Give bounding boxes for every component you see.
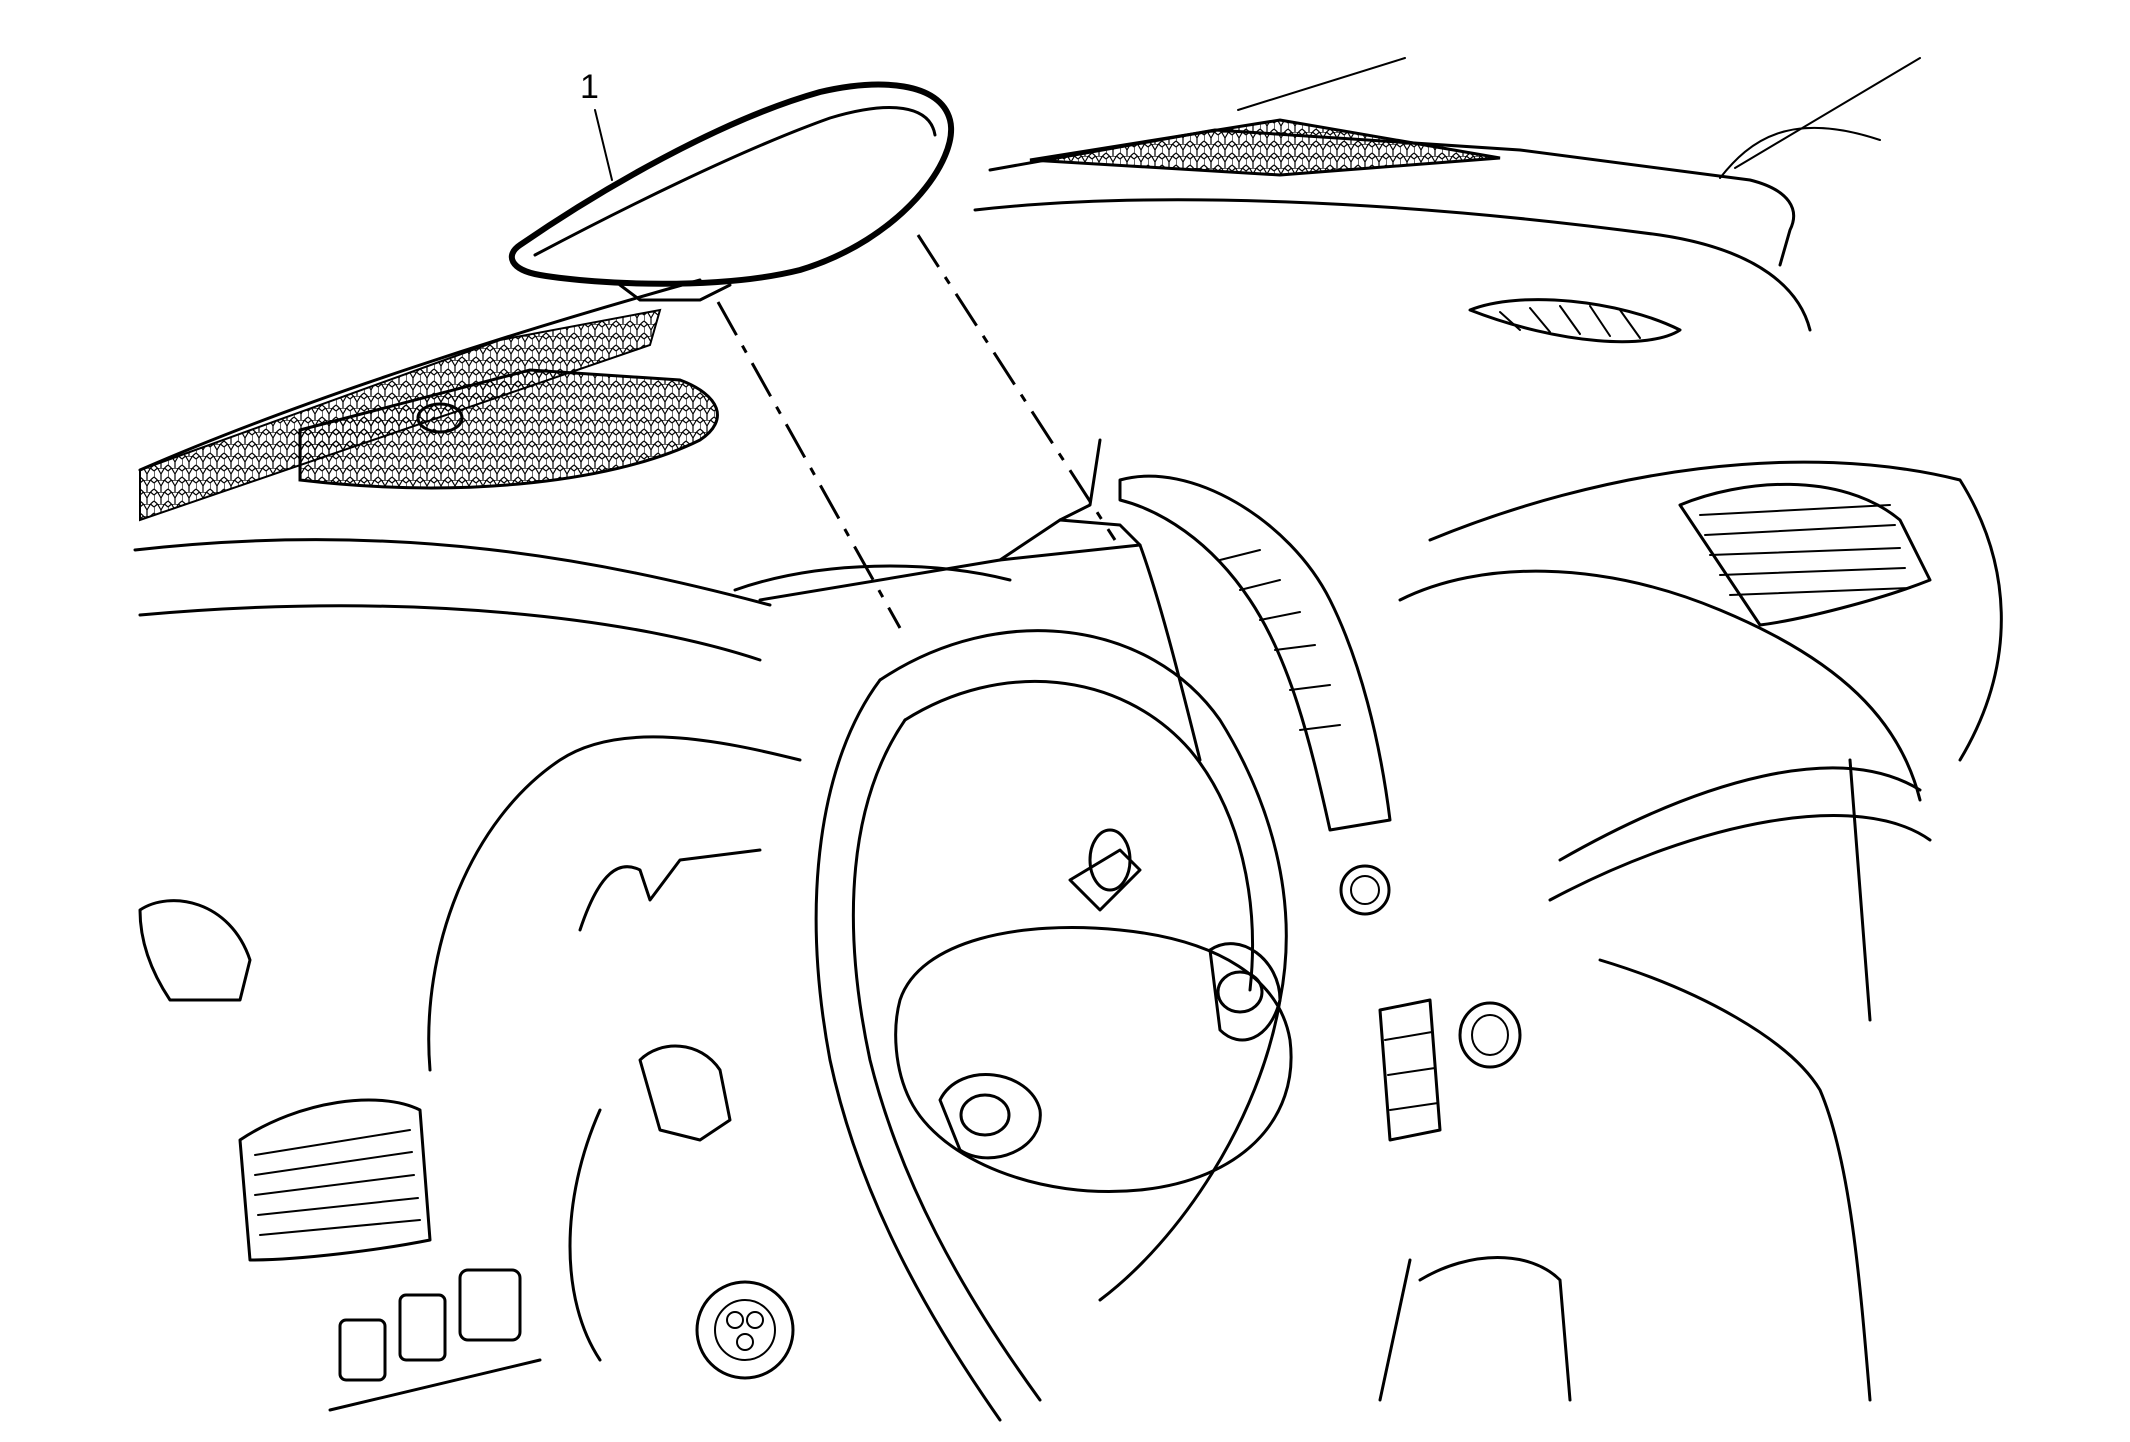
steering-wheel-hub xyxy=(894,926,1293,1194)
far-left-vent xyxy=(138,899,252,1002)
center-vent xyxy=(1118,474,1392,832)
lower-left-switches xyxy=(328,1268,542,1412)
windshield-edge-lines xyxy=(1237,57,1921,179)
start-button xyxy=(1339,864,1391,916)
audio-knob xyxy=(1458,1001,1522,1069)
dashboard-top-panel xyxy=(133,128,1812,662)
left-speaker-grille xyxy=(139,308,719,522)
defrost-sensor-icon xyxy=(416,402,464,434)
lower-knob xyxy=(695,1280,795,1380)
airbag-module xyxy=(508,81,955,302)
left-lower-vent xyxy=(238,1098,432,1262)
callout-1-leader xyxy=(594,109,613,181)
right-upper-vent xyxy=(1468,298,1682,344)
center-switch-stack xyxy=(1378,998,1442,1142)
instrument-panel-bezel xyxy=(427,735,802,1362)
lower-console xyxy=(1378,1256,1572,1402)
installation-guide-lines xyxy=(716,234,1117,629)
instrument-cluster-hood xyxy=(758,438,1202,762)
right-spoke-switch-icon xyxy=(1216,970,1264,1014)
right-dash-vent xyxy=(1678,482,1932,627)
steering-wheel xyxy=(814,629,1288,1422)
passenger-dash-panel xyxy=(1398,460,2003,1402)
left-spoke-switch-icon xyxy=(959,1093,1011,1137)
turn-signal-stalk xyxy=(638,828,1142,1142)
right-speaker-grille xyxy=(1029,118,1501,177)
